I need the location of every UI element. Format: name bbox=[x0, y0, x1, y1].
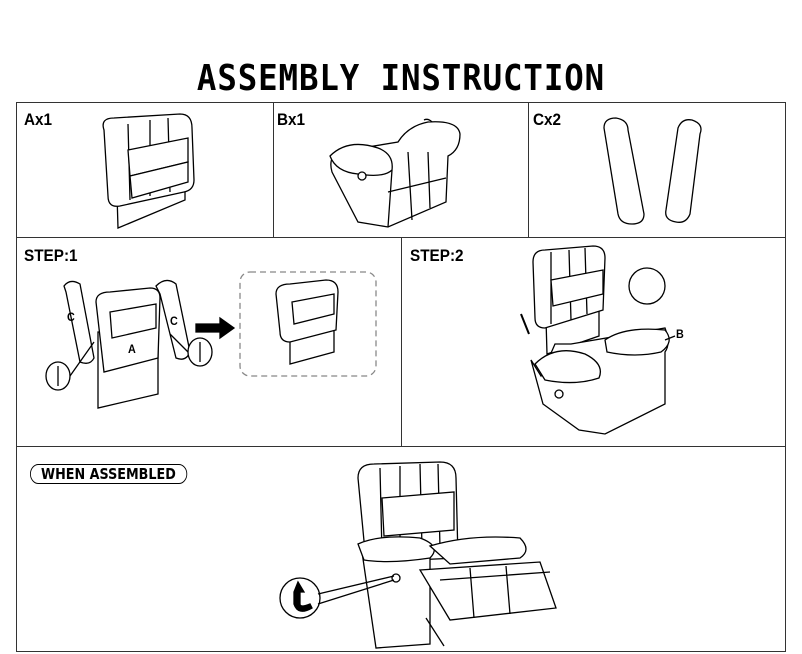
backrest-drawing bbox=[102, 113, 195, 229]
when-assembled-label: WHEN ASSEMBLED bbox=[30, 464, 187, 484]
instruction-grid bbox=[16, 102, 786, 652]
row-divider bbox=[17, 446, 785, 447]
rotate-arrow-icon bbox=[293, 580, 313, 612]
part-c-label: Cx2 bbox=[533, 110, 562, 129]
step-1-label: STEP:1 bbox=[24, 246, 78, 265]
seat-drawing bbox=[329, 118, 461, 228]
callout-c-left: C bbox=[67, 310, 75, 324]
page-title: ASSEMBLY INSTRUCTION bbox=[196, 58, 606, 99]
callout-c-right: C bbox=[170, 314, 178, 328]
step-1-drawing bbox=[45, 271, 377, 409]
part-a-label: Ax1 bbox=[24, 110, 53, 129]
detail-circle bbox=[628, 267, 666, 305]
arrow-right-icon bbox=[195, 316, 236, 340]
step-2-label: STEP:2 bbox=[410, 246, 464, 265]
armrest-drawing bbox=[603, 117, 702, 225]
col-divider bbox=[401, 237, 402, 446]
arm-c-left bbox=[63, 280, 95, 364]
assembled-recliner-drawing bbox=[279, 461, 557, 649]
callout-b: B bbox=[676, 327, 684, 341]
col-divider bbox=[528, 103, 529, 237]
step-2-drawing bbox=[520, 245, 676, 435]
callout-a: A bbox=[128, 342, 136, 356]
part-b-label: Bx1 bbox=[277, 110, 306, 129]
col-divider bbox=[273, 103, 274, 237]
